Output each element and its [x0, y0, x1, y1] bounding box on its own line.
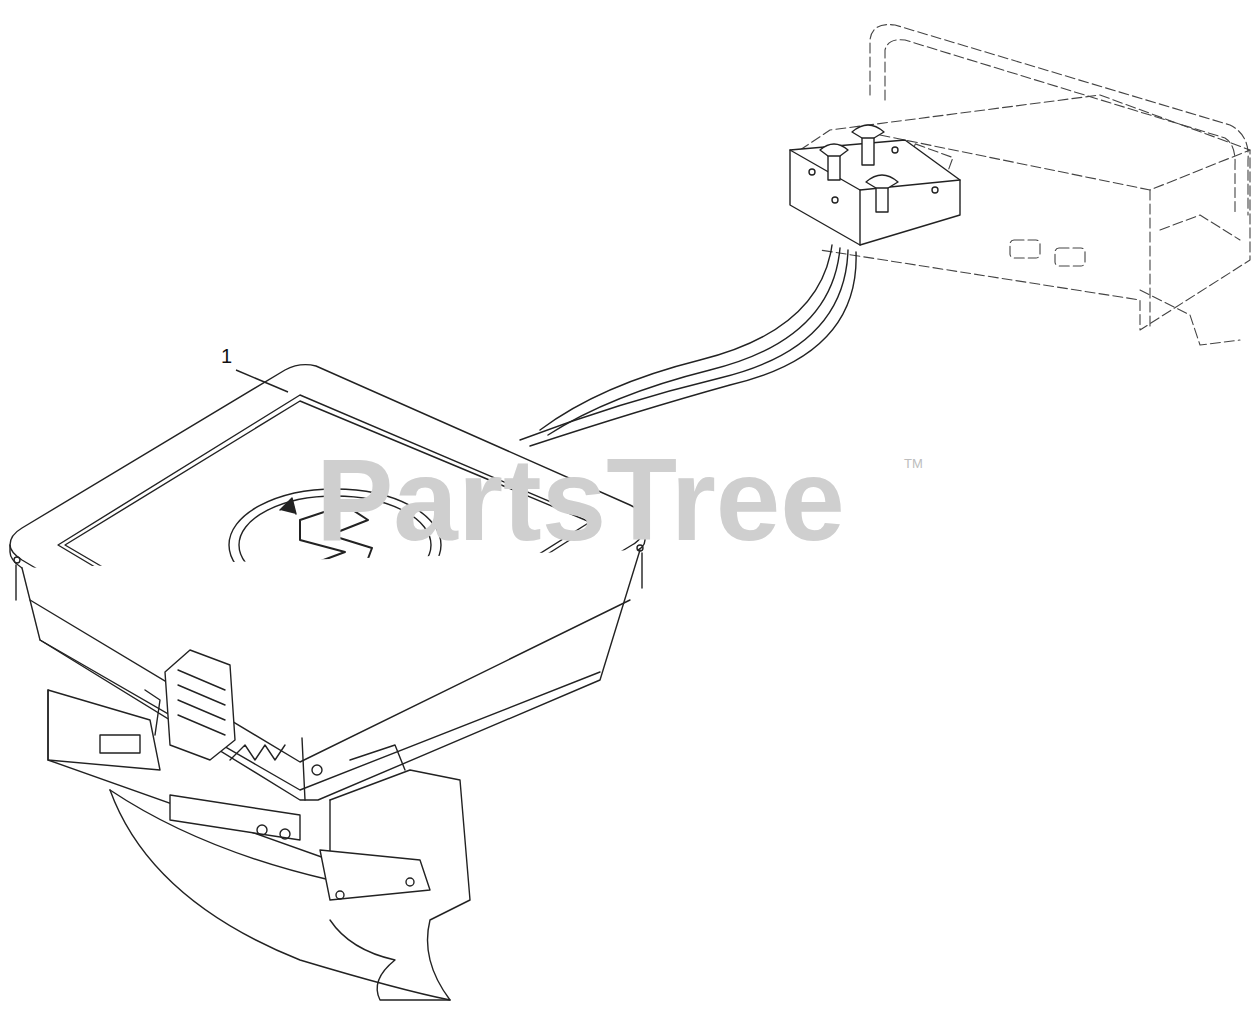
trademark-mark: TM	[904, 457, 923, 470]
watermark: PartsTree	[316, 442, 845, 558]
callout-number: 1	[221, 346, 232, 366]
